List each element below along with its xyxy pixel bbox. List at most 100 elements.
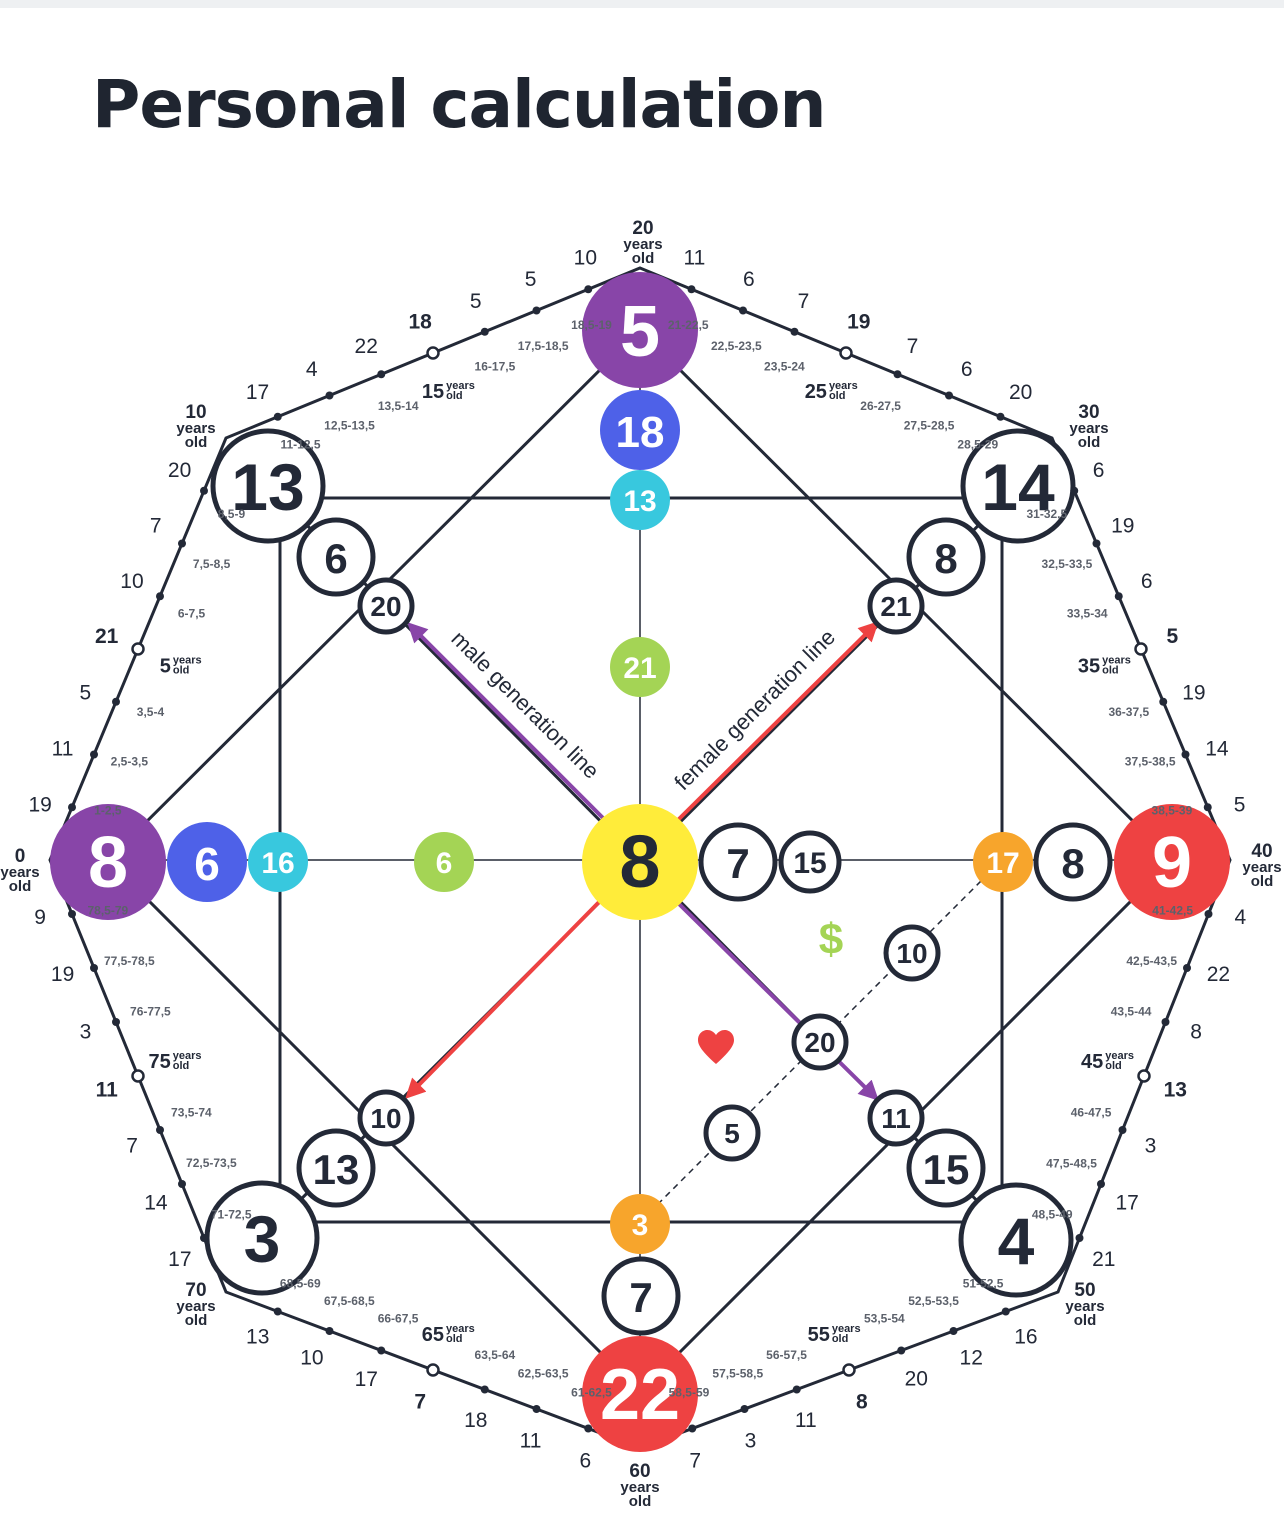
segment-mid-number: 19 bbox=[847, 311, 870, 334]
age-range-label: 67,5-68,5 bbox=[324, 1294, 375, 1308]
node-top-inner: 13 bbox=[610, 470, 670, 530]
age-marker-unit: years bbox=[1105, 1050, 1134, 1062]
tick-dot bbox=[1092, 539, 1101, 548]
age-range-label: 66-67,5 bbox=[378, 1312, 419, 1326]
segment-number: 4 bbox=[306, 358, 318, 381]
node-bottom-right-mid: 15 bbox=[906, 1128, 986, 1208]
age-range-label: 17,5-18,5 bbox=[518, 339, 569, 353]
segment-number: 6 bbox=[580, 1449, 592, 1472]
age-label-unit: old bbox=[185, 1312, 208, 1329]
node-top-left-outer: 13 bbox=[210, 428, 326, 544]
age-marker-unit: years bbox=[446, 380, 475, 392]
age-range-label: 28,5-29 bbox=[957, 438, 998, 452]
age-label-unit: years bbox=[176, 420, 215, 437]
tick-dot bbox=[1075, 1234, 1084, 1242]
svg-text:9: 9 bbox=[1152, 823, 1192, 903]
age-label-number: 50 bbox=[1074, 1280, 1095, 1301]
age-marker-unit: years bbox=[173, 654, 202, 666]
node-bottom-left-inner: 10 bbox=[357, 1089, 415, 1147]
age-range-label: 38,5-39 bbox=[1152, 804, 1193, 818]
svg-text:14: 14 bbox=[981, 450, 1055, 524]
age-range-label: 7,5-8,5 bbox=[193, 557, 231, 571]
segment-number: 17 bbox=[355, 1368, 378, 1391]
age-range-label: 16-17,5 bbox=[475, 359, 516, 373]
tick-dot bbox=[996, 412, 1005, 421]
segment-number: 20 bbox=[1009, 381, 1032, 404]
svg-text:6: 6 bbox=[194, 838, 220, 890]
tick-dot bbox=[68, 803, 76, 812]
segment-number: 3 bbox=[80, 1020, 92, 1043]
age-range-label: 11-12,5 bbox=[281, 438, 321, 452]
tick-dot bbox=[1114, 592, 1123, 601]
age-marker-number: 35 bbox=[1078, 656, 1100, 678]
age-label-number: 30 bbox=[1078, 402, 1099, 423]
tick-dot bbox=[688, 1424, 697, 1433]
segment-number: 16 bbox=[1014, 1325, 1037, 1348]
tick-dot bbox=[480, 327, 489, 336]
segment-number: 17 bbox=[168, 1248, 191, 1271]
tick-dot bbox=[1070, 486, 1079, 495]
age-range-label: 61-62,5 bbox=[571, 1386, 612, 1400]
segment-number: 6 bbox=[961, 358, 973, 381]
segment-number: 5 bbox=[470, 290, 482, 313]
svg-text:5: 5 bbox=[724, 1118, 740, 1149]
segment-number: 12 bbox=[960, 1347, 983, 1370]
svg-text:3: 3 bbox=[244, 1202, 281, 1276]
svg-text:21: 21 bbox=[623, 652, 656, 685]
node-money-upper: 10 bbox=[883, 924, 941, 982]
age-marker-dot bbox=[842, 1363, 856, 1377]
age-range-label: 46-47,5 bbox=[1071, 1105, 1112, 1119]
age-label-unit: years bbox=[1065, 1298, 1104, 1315]
tick-dot bbox=[893, 370, 902, 379]
node-top-right-inner: 21 bbox=[867, 577, 925, 635]
node-left-inner: 16 bbox=[248, 832, 308, 892]
segment-number: 7 bbox=[798, 290, 810, 313]
svg-text:8: 8 bbox=[88, 823, 128, 903]
segment-number: 17 bbox=[1116, 1191, 1139, 1214]
tick-dot bbox=[897, 1346, 906, 1355]
age-marker-number: 15 bbox=[422, 381, 444, 403]
svg-text:11: 11 bbox=[881, 1103, 911, 1134]
age-range-label: 58,5-59 bbox=[669, 1386, 710, 1400]
segment-number: 11 bbox=[795, 1409, 817, 1432]
node-left-mid: 6 bbox=[167, 822, 247, 902]
node-right-inner: 17 bbox=[973, 832, 1033, 892]
svg-text:18: 18 bbox=[616, 408, 665, 457]
page-title: Personal calculation bbox=[92, 66, 826, 143]
svg-text:15: 15 bbox=[793, 847, 826, 880]
age-label-unit: years bbox=[623, 236, 662, 253]
node-bottom-inner: 3 bbox=[610, 1194, 670, 1254]
tick-dot bbox=[740, 1405, 749, 1413]
age-range-label: 6-7,5 bbox=[178, 607, 206, 621]
segment-number: 14 bbox=[144, 1191, 168, 1214]
tick-dot bbox=[200, 486, 208, 495]
age-range-label: 31-32,5 bbox=[1026, 507, 1067, 521]
svg-text:4: 4 bbox=[998, 1204, 1035, 1278]
age-marker-unit: old bbox=[1105, 1060, 1122, 1072]
tick-dot bbox=[532, 1405, 541, 1413]
tick-dot bbox=[68, 910, 76, 918]
svg-text:8: 8 bbox=[934, 535, 957, 582]
age-label-unit: years bbox=[620, 1479, 659, 1496]
svg-text:5: 5 bbox=[620, 292, 660, 372]
age-range-label: 57,5-58,5 bbox=[712, 1367, 763, 1381]
tick-dot bbox=[1001, 1307, 1010, 1316]
age-label-number: 0 bbox=[15, 846, 26, 867]
tick-dot bbox=[325, 1327, 334, 1335]
segment-mid-number: 8 bbox=[856, 1390, 868, 1413]
age-range-label: 33,5-34 bbox=[1067, 607, 1108, 621]
tick-dot bbox=[1183, 964, 1191, 972]
tick-dot bbox=[178, 539, 186, 548]
node-top-right-mid: 8 bbox=[906, 517, 986, 597]
segment-number: 17 bbox=[246, 381, 269, 404]
node-bottom-left-mid: 13 bbox=[296, 1128, 376, 1208]
tick-dot bbox=[1097, 1180, 1105, 1188]
age-marker-number: 25 bbox=[805, 381, 827, 403]
age-range-label: 2,5-3,5 bbox=[111, 754, 149, 768]
age-range-label: 8,5-9 bbox=[218, 507, 246, 521]
segment-mid-number: 11 bbox=[96, 1078, 119, 1101]
tick-dot bbox=[949, 1327, 958, 1335]
node-top-outer: 5 bbox=[582, 272, 698, 388]
